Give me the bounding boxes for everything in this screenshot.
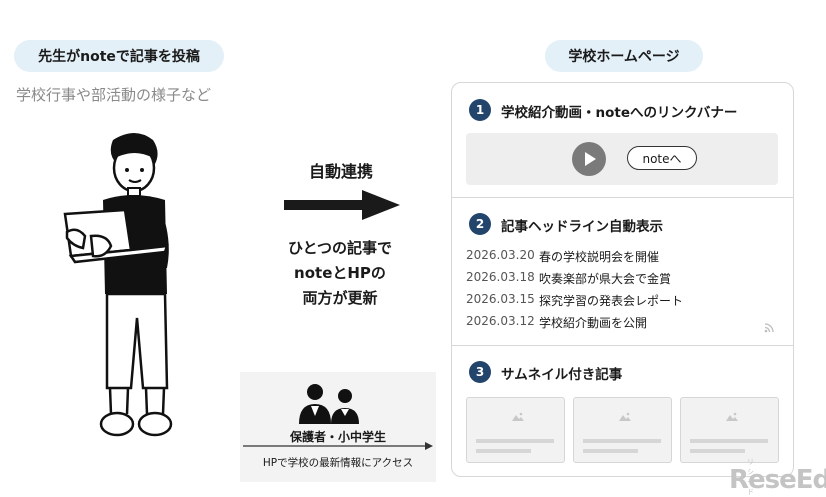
- headline-list: 2026.03.20 春の学校説明会を開催 2026.03.18 吹奏楽部が県大会で…: [466, 248, 683, 336]
- headline-item[interactable]: 2026.03.20 春の学校説明会を開催: [466, 248, 683, 270]
- section-headlines: 2 記事ヘッドライン自動表示 2026.03.20 春の学校説明会を開催 2026…: [452, 197, 793, 346]
- headline-date: 2026.03.12: [466, 314, 535, 328]
- audience-card: [240, 372, 436, 482]
- teacher-illustration: [63, 133, 173, 437]
- section-thumbnails: 3 サムネイル付き記事: [452, 345, 793, 476]
- homepage-heading: 学校ホームページ: [545, 40, 703, 72]
- text-line-placeholder: [583, 439, 661, 443]
- teacher-subheading: 学校行事や部活動の様子など: [16, 86, 212, 104]
- section-number-badge: 2: [469, 213, 491, 235]
- description-line: 両方が更新: [302, 289, 378, 307]
- link-banner: noteへ: [466, 133, 778, 185]
- section-title: サムネイル付き記事: [501, 367, 623, 383]
- thumbnail-card[interactable]: [466, 397, 565, 463]
- text-line-placeholder: [690, 439, 768, 443]
- sync-arrow-icon: [284, 190, 400, 220]
- rss-icon[interactable]: [764, 323, 774, 333]
- parent-student-icon: [299, 384, 359, 424]
- note-link-button[interactable]: noteへ: [627, 146, 697, 170]
- description-line: noteとHPの: [294, 264, 386, 282]
- sync-description: ひとつの記事で noteとHPの 両方が更新: [270, 236, 410, 311]
- section-link-banner: 1 学校紹介動画・noteへのリンクバナー noteへ: [452, 83, 793, 197]
- thumbnail-card[interactable]: [680, 397, 779, 463]
- watermark-ruby: リシード: [747, 458, 756, 496]
- section-number-badge: 3: [469, 361, 491, 383]
- headline-date: 2026.03.15: [466, 292, 535, 306]
- audience-label: 保護者・小中学生: [289, 430, 386, 444]
- audience-arrow-icon: [243, 442, 433, 450]
- section-title: 記事ヘッドライン自動表示: [501, 219, 663, 235]
- headline-date: 2026.03.20: [466, 248, 535, 262]
- headline-title: 学校紹介動画を公開: [539, 316, 648, 330]
- section-number-badge: 1: [469, 99, 491, 121]
- text-line-placeholder: [476, 449, 531, 453]
- thumbnail-card[interactable]: [573, 397, 672, 463]
- homepage-panel: 1 学校紹介動画・noteへのリンクバナー noteへ 2 記事ヘッドライン自動…: [451, 82, 794, 477]
- text-line-placeholder: [690, 449, 745, 453]
- teacher-heading: 先生がnoteで記事を投稿: [14, 40, 224, 72]
- description-line: ひとつの記事で: [288, 239, 392, 257]
- headline-item[interactable]: 2026.03.12 学校紹介動画を公開: [466, 314, 683, 336]
- text-line-placeholder: [476, 439, 554, 443]
- image-placeholder-icon: [619, 412, 631, 421]
- auto-sync-label: 自動連携: [308, 162, 373, 181]
- headline-item[interactable]: 2026.03.15 探究学習の発表会レポート: [466, 292, 683, 314]
- headline-title: 探究学習の発表会レポート: [539, 294, 684, 308]
- headline-title: 吹奏楽部が県大会で金賞: [539, 272, 672, 286]
- headline-item[interactable]: 2026.03.18 吹奏楽部が県大会で金賞: [466, 270, 683, 292]
- play-icon[interactable]: [572, 142, 606, 176]
- headline-date: 2026.03.18: [466, 270, 535, 284]
- headline-title: 春の学校説明会を開催: [539, 250, 660, 264]
- watermark-text: ReseEd: [729, 465, 826, 495]
- image-placeholder-icon: [726, 412, 738, 421]
- text-line-placeholder: [583, 449, 638, 453]
- image-placeholder-icon: [512, 412, 524, 421]
- audience-description: HPで学校の最新情報にアクセス: [262, 457, 414, 469]
- section-title: 学校紹介動画・noteへのリンクバナー: [501, 105, 738, 121]
